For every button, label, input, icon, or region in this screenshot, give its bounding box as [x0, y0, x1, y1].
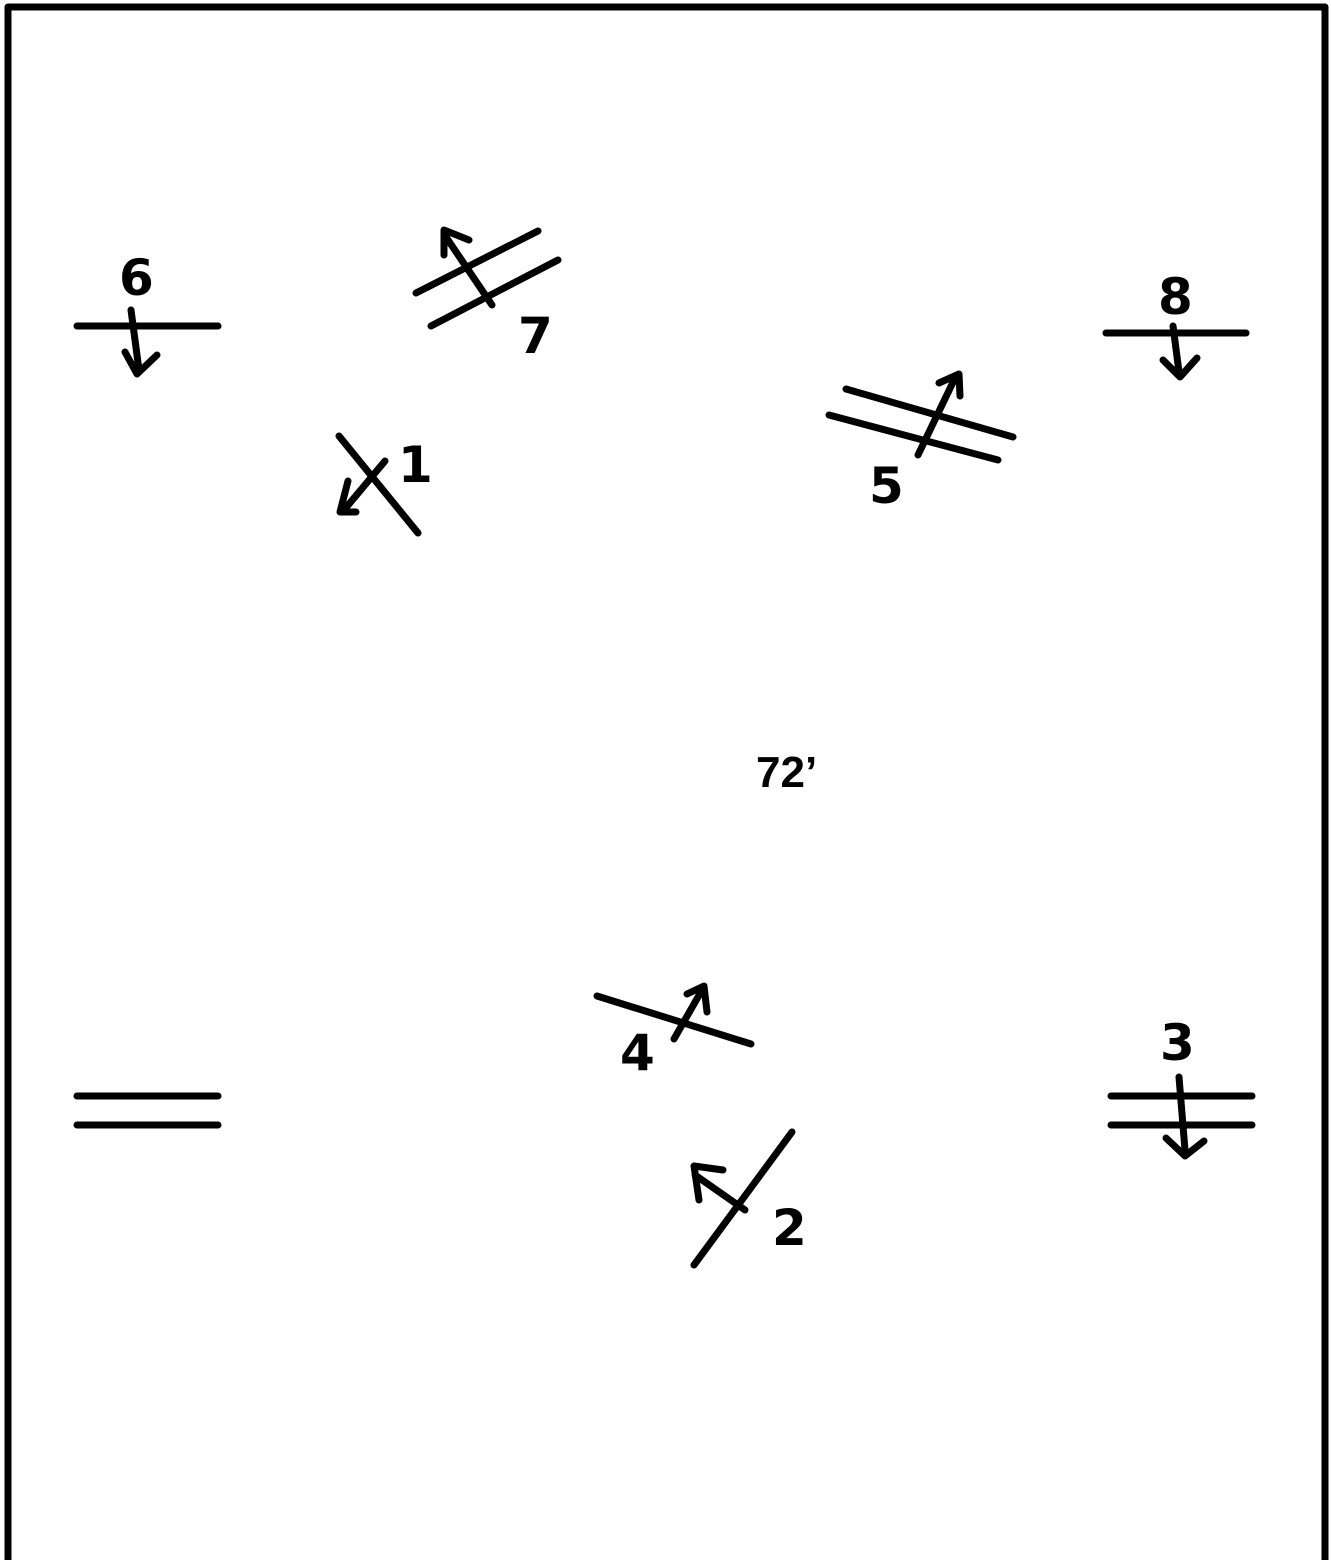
marker-8-arrow-icon [1159, 322, 1201, 381]
diagram-border [4, 3, 1329, 1560]
marker-8: 8 [1102, 268, 1250, 381]
marker-4-arrow-icon [670, 982, 711, 1043]
marker-7-line-lower [427, 256, 562, 330]
marker-5: 5 [825, 370, 1017, 515]
marker-7: 7 [412, 226, 562, 365]
marker-5-label: 5 [869, 457, 904, 515]
marker-7-arrow-icon [440, 226, 496, 309]
marker-6: 6 [73, 249, 222, 378]
marker-4: 4 [593, 982, 755, 1082]
marker-unlabeled [73, 1092, 222, 1129]
marker-1-label: 1 [398, 436, 433, 494]
marker-7-label: 7 [518, 307, 553, 365]
marker-1-arrow-icon [336, 457, 389, 516]
marker-2-label: 2 [772, 1199, 807, 1257]
marker-2: 2 [690, 1128, 807, 1269]
marker-6-label: 6 [119, 249, 154, 307]
marker-2-arrow-icon [690, 1162, 749, 1214]
marker-6-arrow-icon [121, 306, 161, 378]
marker-3-label: 3 [1160, 1014, 1195, 1072]
marker-1: 1 [335, 432, 433, 537]
marker-3: 3 [1107, 1014, 1256, 1160]
marker-5-arrow-icon [914, 370, 964, 459]
marker-3-arrow-icon [1162, 1073, 1208, 1160]
marker-4-line [593, 992, 755, 1048]
marker-2-line [690, 1128, 796, 1269]
marker-5-line-lower [825, 411, 1002, 464]
marker-5-line-upper [842, 385, 1017, 441]
marker-7-line-upper [412, 227, 542, 297]
marker-4-label: 4 [620, 1024, 655, 1082]
marker-1-line [335, 432, 422, 537]
dimension-label: 72’ [756, 748, 817, 797]
marker-8-label: 8 [1158, 268, 1193, 326]
